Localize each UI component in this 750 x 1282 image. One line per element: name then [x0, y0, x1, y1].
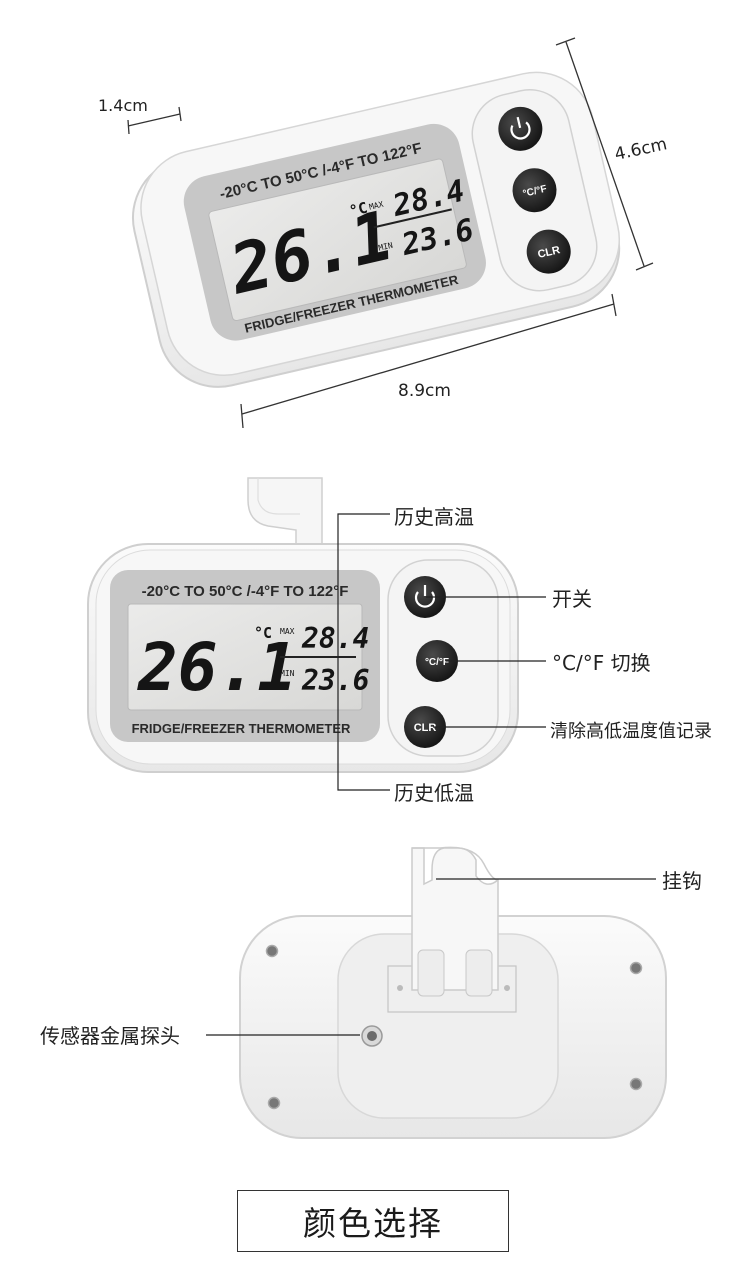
clear-label: CLR — [537, 244, 562, 261]
unit-toggle-label: °C/°F — [522, 184, 548, 200]
top-hook — [247, 477, 323, 549]
callout-history-high: 历史高温 — [394, 505, 474, 529]
clear-button-front[interactable]: CLR — [404, 706, 446, 748]
callout-hook: 挂钩 — [662, 869, 702, 893]
max-label-front: MAX — [280, 627, 295, 636]
callout-lines — [337, 513, 546, 791]
clear-button[interactable]: CLR — [522, 225, 575, 278]
power-icon — [510, 121, 531, 140]
depth-dimension: 1.4cm — [98, 96, 148, 115]
current-temp-front: 26.1 — [137, 629, 297, 706]
min-label-front: MIN — [280, 669, 295, 678]
screws — [265, 944, 643, 1110]
callout-history-low: 历史低温 — [394, 781, 474, 805]
callout-clear-record: 清除高低温度值记录 — [550, 721, 712, 742]
unit-display: °C — [348, 199, 370, 221]
max-value-front: 28.4 — [301, 622, 369, 655]
power-button[interactable] — [494, 102, 547, 155]
callout-power: 开关 — [552, 587, 592, 611]
callout-sensor-probe: 传感器金属探头 — [40, 1024, 180, 1048]
back-view: 挂钩 传感器金属探头 — [40, 846, 702, 1139]
angled-view: -20°C TO 50°C /-4°F TO 122°F FRIDGE/FREE… — [98, 37, 669, 429]
unit-toggle-button[interactable]: °C/°F — [508, 164, 561, 217]
back-callout-lines — [206, 878, 656, 1036]
unit-toggle-button-front[interactable]: °C/°F — [416, 640, 458, 682]
color-choice-heading: 颜色选择 — [237, 1190, 509, 1252]
width-dimension: 8.9cm — [398, 381, 451, 401]
callout-unit-switch: °C/°F 切换 — [552, 651, 651, 675]
lcd-screen — [208, 158, 467, 322]
range-text-front: -20°C TO 50°C /-4°F TO 122°F — [142, 583, 349, 600]
lcd-screen-front — [127, 603, 363, 711]
min-value-front: 23.6 — [301, 664, 369, 697]
clear-label-front: CLR — [414, 722, 437, 734]
unit-display-front: °C — [254, 624, 272, 642]
front-view: -20°C TO 50°C /-4°F TO 122°F FRIDGE/FREE… — [87, 477, 712, 805]
model-text-front: FRIDGE/FREEZER THERMOMETER — [132, 721, 351, 736]
max-label: MAX — [368, 200, 384, 212]
dimension-lines — [127, 37, 654, 429]
min-label: MIN — [378, 241, 394, 253]
unit-toggle-label-front: °C/°F — [425, 657, 449, 668]
height-dimension: 4.6cm — [613, 134, 669, 165]
